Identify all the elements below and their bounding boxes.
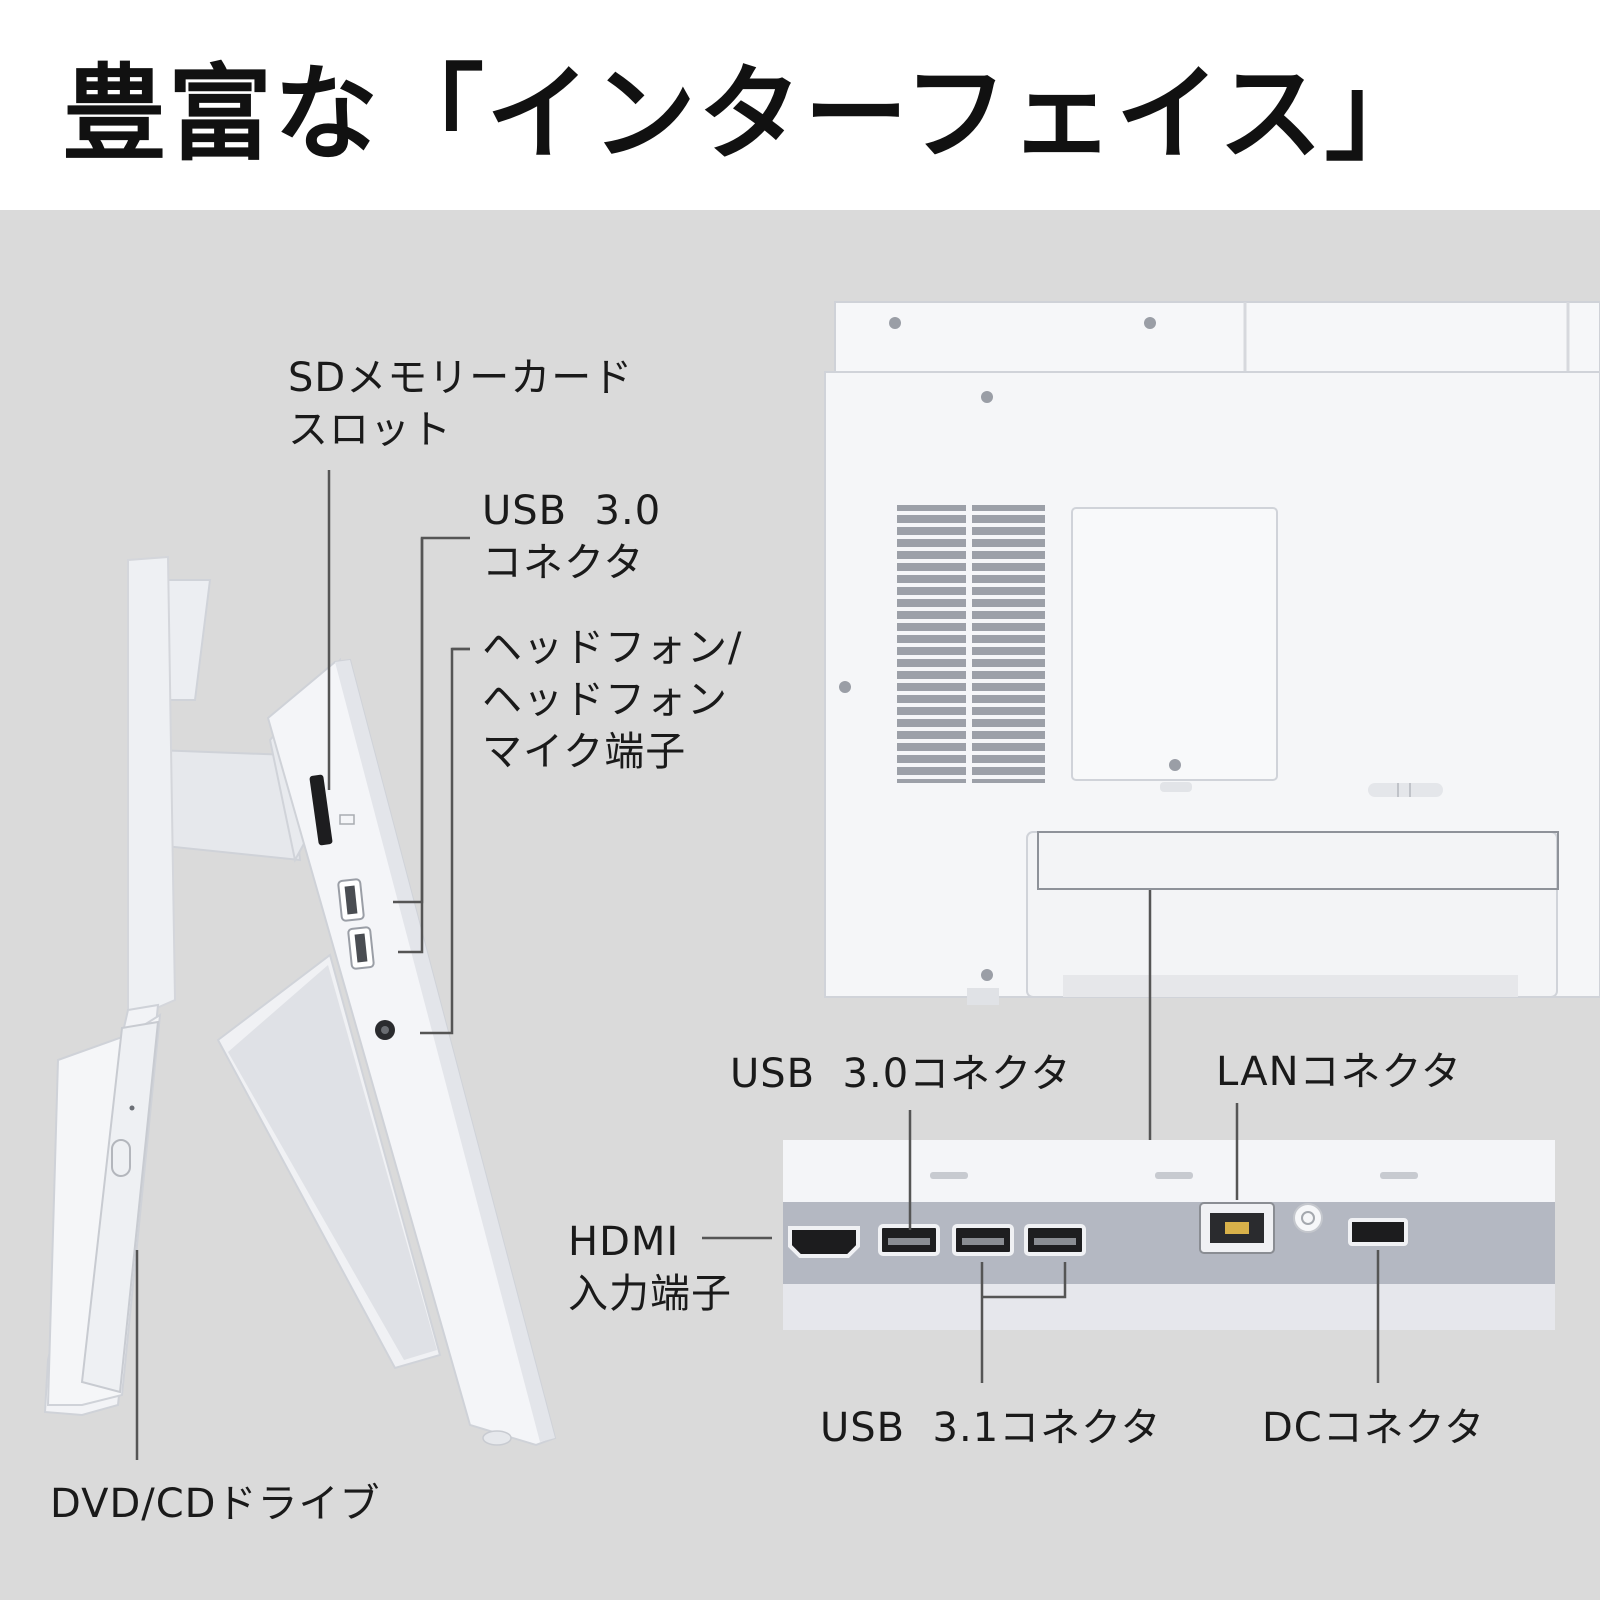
label-headphone: ヘッドフォン/ ヘッドフォン マイク端子 (482, 622, 742, 778)
label-hdmi-line-1: HDMI (568, 1219, 680, 1265)
stand-mesh (228, 965, 437, 1360)
label-rear-usb30: USB 3.0コネクタ (730, 1051, 1072, 1097)
label-hdmi-line-2: 入力端子 (568, 1271, 732, 1317)
leader-lines (135, 470, 1380, 1460)
label-side-usb30-line-2: コネクタ (482, 540, 645, 586)
dvd-drive-tray (80, 1020, 160, 1394)
rear-ports-highlight (1037, 831, 1559, 890)
rear-port-panel-illustration (783, 1140, 1555, 1330)
hdmi-port (788, 1226, 860, 1258)
page-title: 豊富な「インターフェイス」 (62, 53, 1431, 175)
dc-port (1348, 1218, 1408, 1246)
label-sd-slot: SDメモリーカード スロット (288, 352, 633, 456)
rear-view-illustration (824, 301, 1600, 1005)
label-side-usb30-line-1: USB 3.0 (482, 488, 662, 534)
label-sd-slot-line-1: SDメモリーカード (288, 355, 634, 401)
label-side-usb30: USB 3.0 コネクタ (482, 485, 661, 589)
label-headphone-line-2: ヘッドフォン (482, 677, 728, 723)
sd-slot (309, 774, 333, 846)
label-hdmi: HDMI 入力端子 (568, 1216, 732, 1320)
label-sd-slot-line-2: スロット (288, 407, 452, 453)
label-lan: LANコネクタ (1216, 1049, 1462, 1095)
side-view-illustration (43, 555, 557, 1447)
label-dvd: DVD/CDドライブ (50, 1481, 381, 1527)
label-headphone-line-3: マイク端子 (482, 729, 687, 775)
label-dc: DCコネクタ (1262, 1405, 1486, 1451)
label-usb31: USB 3.1コネクタ (820, 1405, 1162, 1451)
label-headphone-line-1: ヘッドフォン/ (482, 625, 743, 671)
service-cover (1071, 507, 1278, 781)
header-bar: 豊富な「インターフェイス」 (0, 0, 1600, 210)
